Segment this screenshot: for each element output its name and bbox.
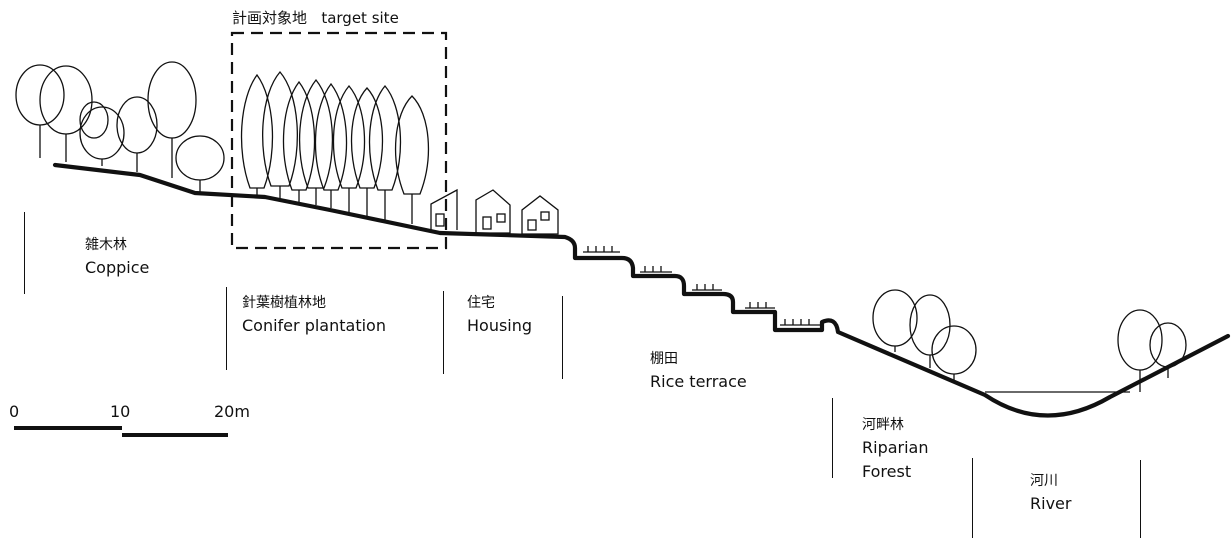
zone-riparian-en-1: Riparian xyxy=(862,438,929,457)
target-site-title-jp: 計画対象地 xyxy=(232,9,308,27)
zone-river-jp: 河川 xyxy=(1030,473,1058,489)
zone-housing-jp: 住宅 xyxy=(467,295,495,311)
zone-conifer-en: Conifer plantation xyxy=(242,316,386,335)
zone-riparian-jp: 河畔林 xyxy=(862,417,904,433)
divider-river-right xyxy=(1140,460,1141,538)
zone-coppice-jp: 雑木林 xyxy=(85,237,127,253)
zone-housing-en: Housing xyxy=(467,316,533,335)
coppice-trees xyxy=(15,61,225,193)
divider-coppice xyxy=(24,212,25,294)
zone-conifer-jp: 針葉樹植林地 xyxy=(242,295,326,311)
zone-label-rice-terrace: 棚田 Rice terrace xyxy=(650,348,747,394)
zone-label-coppice: 雑木林 Coppice xyxy=(85,234,149,280)
divider-housing-right xyxy=(562,296,563,379)
rice-plants xyxy=(583,246,822,326)
scale-tick-0: 0 xyxy=(9,402,20,421)
zone-coppice-en: Coppice xyxy=(85,258,150,277)
ground-profile xyxy=(52,162,1231,418)
target-site-title-en: target site xyxy=(321,9,399,27)
scale-bar xyxy=(14,426,228,437)
divider-conifer-right xyxy=(443,291,444,374)
houses xyxy=(430,188,559,235)
zone-rice-en: Rice terrace xyxy=(650,372,747,391)
zone-riparian-en-2: Forest xyxy=(862,462,912,481)
zone-label-riparian: 河畔林 Riparian Forest xyxy=(862,414,929,484)
zone-river-en: River xyxy=(1030,494,1072,513)
conifer-trees xyxy=(240,71,429,224)
riparian-trees xyxy=(872,289,1187,392)
scale-tick-20m: 20m xyxy=(214,402,250,421)
divider-riparian xyxy=(832,398,833,478)
zone-label-river: 河川 River xyxy=(1030,470,1071,516)
target-site-frame xyxy=(230,31,448,250)
divider-conifer-left xyxy=(226,287,227,370)
zone-label-conifer: 針葉樹植林地 Conifer plantation xyxy=(242,292,386,338)
target-site-title: 計画対象地 target site xyxy=(232,6,399,30)
zone-label-housing: 住宅 Housing xyxy=(467,292,532,338)
scale-tick-10: 10 xyxy=(110,402,131,421)
zone-rice-jp: 棚田 xyxy=(650,351,678,367)
divider-river-left xyxy=(972,458,973,538)
